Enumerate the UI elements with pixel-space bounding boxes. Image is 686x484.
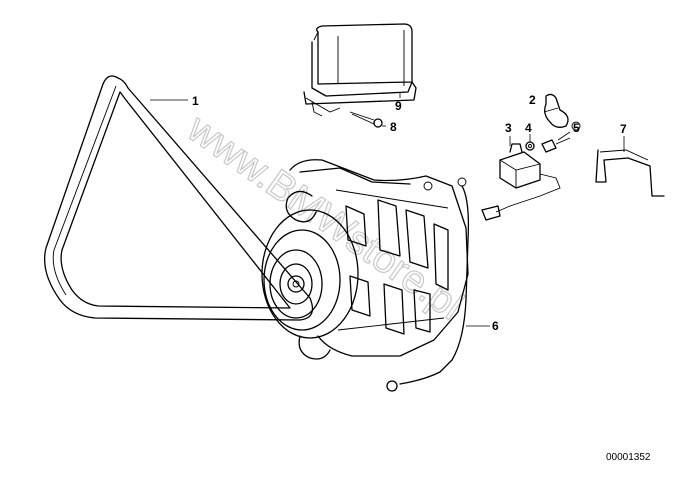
bracket-7[interactable] bbox=[595, 149, 665, 197]
callout-7: 7 bbox=[620, 122, 627, 136]
callout-4: 4 bbox=[525, 121, 532, 135]
callout-5: 5 bbox=[573, 121, 580, 135]
suppressor-3[interactable] bbox=[481, 143, 561, 221]
callout-3: 3 bbox=[505, 121, 512, 135]
nut-4[interactable] bbox=[525, 141, 535, 151]
callout-9: 9 bbox=[395, 99, 402, 113]
voltage-regulator[interactable] bbox=[303, 23, 417, 117]
diagram-part-number: 00001352 bbox=[606, 452, 651, 463]
clip-2[interactable] bbox=[543, 93, 581, 131]
callout-2: 2 bbox=[529, 93, 536, 107]
callout-6: 6 bbox=[492, 319, 499, 333]
v-belt[interactable] bbox=[43, 75, 314, 321]
alternator[interactable] bbox=[261, 159, 469, 360]
callout-8: 8 bbox=[390, 120, 397, 134]
cable-6[interactable] bbox=[386, 177, 470, 392]
screw-5[interactable] bbox=[541, 137, 571, 153]
watermark: www.BMWstore.pl bbox=[179, 106, 471, 329]
callout-1: 1 bbox=[192, 94, 199, 108]
leader-lines bbox=[150, 92, 625, 327]
screw-8[interactable] bbox=[349, 111, 383, 128]
